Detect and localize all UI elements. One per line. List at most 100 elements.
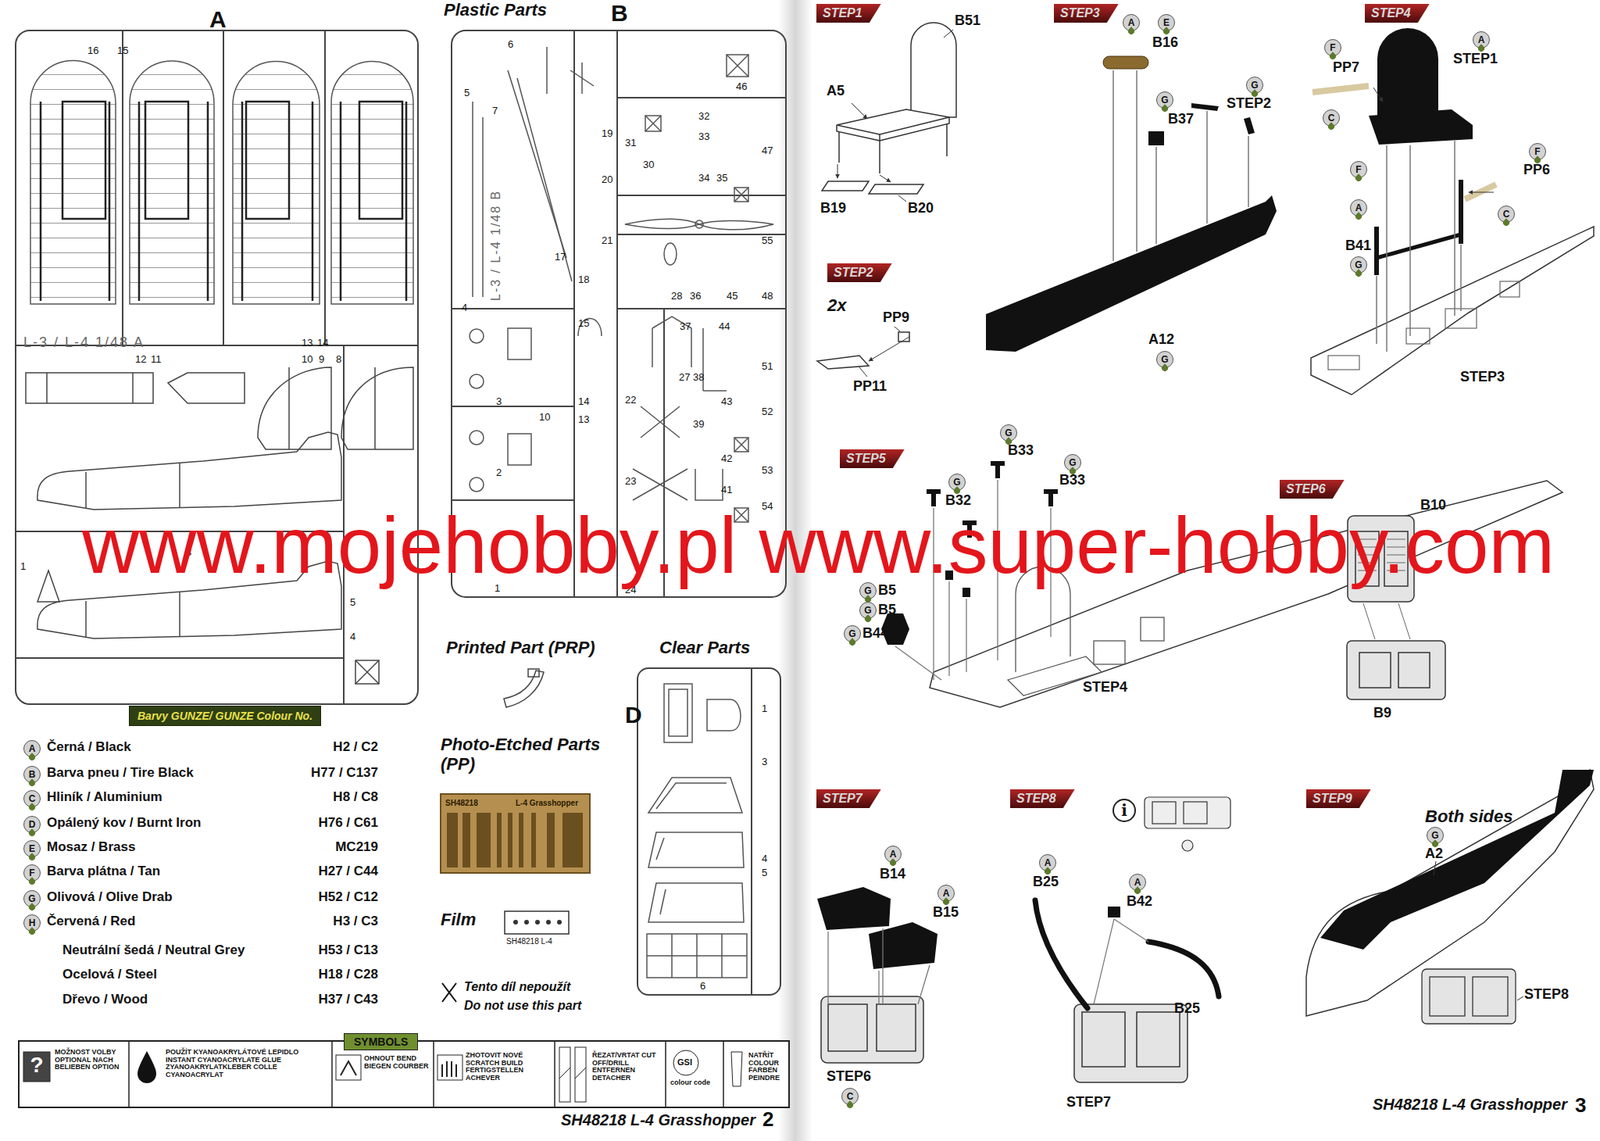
- paint-code: C: [1497, 205, 1515, 223]
- colour-code: H2 / C2: [306, 739, 379, 755]
- callout-number: 31: [625, 137, 636, 150]
- symbol-text: OHNOUT BEND BIEGEN COURBER: [364, 1054, 430, 1070]
- symbol-text: NATŘÍT COLOUR FARBEN PEINDRE: [748, 1051, 786, 1083]
- callout-number: 33: [698, 131, 710, 143]
- colour-code: H37 / C43: [306, 991, 379, 1008]
- part-label: B33: [1059, 471, 1086, 489]
- callout-number: 23: [625, 475, 636, 488]
- paint-code: C: [23, 789, 41, 808]
- fret-text: L-4 Grasshopper: [515, 798, 579, 808]
- callout-number: 11: [150, 353, 162, 366]
- symbol-text: MOŽNOST VOLBY OPTIONAL NACH BELIEBEN OPT…: [54, 1048, 125, 1072]
- part-label: B33: [1007, 442, 1034, 459]
- callout-number: 20: [601, 174, 613, 186]
- callout-number: 39: [692, 418, 704, 431]
- callout-number: 4: [350, 631, 356, 643]
- step-banner: STEP2: [827, 263, 893, 283]
- callout-number: 2: [496, 467, 502, 479]
- callout-number: 10: [301, 353, 313, 366]
- heading-text: Printed Part (PRP): [446, 637, 596, 658]
- callout-number: 36: [689, 290, 701, 303]
- callout-number: 15: [578, 317, 590, 330]
- step-banner: STEP7: [816, 789, 882, 808]
- part-label: B14: [879, 865, 906, 883]
- symbol-text: ZHOTOVIT NOVÉ SCRATCH BUILD FERTIGSTELLE…: [465, 1051, 552, 1083]
- node-text: STEP6: [1285, 482, 1326, 496]
- callout-number: 22: [625, 394, 636, 407]
- callout-number: 45: [726, 290, 738, 303]
- paint-code: G: [1246, 76, 1264, 94]
- callout-number: 13: [578, 414, 590, 426]
- part-label: B9: [1373, 704, 1392, 722]
- node-text: SYMBOLS: [353, 1035, 408, 1048]
- callout-number: 21: [601, 235, 613, 247]
- paint-code: E: [23, 839, 41, 858]
- paint-code: A: [937, 884, 955, 902]
- part-label: STEP8: [1524, 985, 1569, 1003]
- paint-code: G: [1350, 256, 1368, 274]
- paint-code: A: [1122, 14, 1140, 32]
- colour-name: Dřevo / Wood: [62, 991, 148, 1008]
- node-text: STEP7: [822, 791, 863, 805]
- symbol-icon-text: GSI: [677, 1057, 693, 1068]
- colour-name: Červená / Red: [46, 913, 136, 929]
- fret-text: SH48218: [445, 798, 479, 808]
- step-banner: STEP3: [1053, 3, 1119, 23]
- colour-name: Černá / Black: [46, 739, 132, 755]
- part-label: STEP2: [1226, 95, 1272, 112]
- colour-name: Barva plátna / Tan: [46, 863, 161, 879]
- heading-text: Both sides: [1425, 806, 1513, 826]
- callout-number: 5: [350, 596, 356, 609]
- paint-code: A: [1128, 873, 1147, 891]
- callout-number: 27: [678, 371, 690, 384]
- node-text: STEP8: [1016, 791, 1057, 805]
- symbol-text: POUŽÍT KYANOAKRYLÁTOVÉ LEPIDLO INSTANT C…: [165, 1048, 326, 1079]
- part-label: B20: [907, 200, 934, 217]
- callout-number: 1: [20, 560, 26, 573]
- paint-code: G: [859, 601, 877, 619]
- colour-name: Hliník / Aluminium: [46, 789, 163, 805]
- callout-number: 46: [735, 81, 747, 93]
- callout-number: 41: [721, 484, 733, 497]
- callout-number: 3: [761, 756, 768, 768]
- callout-number: 48: [761, 290, 773, 303]
- callout-number: 28: [671, 290, 683, 303]
- part-label: B25: [1174, 1000, 1200, 1017]
- paint-code: G: [1000, 424, 1018, 442]
- colour-code: H52 / C12: [306, 889, 379, 905]
- part-label: B25: [1032, 873, 1059, 890]
- part-label: B19: [820, 200, 847, 217]
- part-label: PP11: [853, 378, 887, 395]
- part-label: STEP1: [1453, 50, 1498, 68]
- part-label: A5: [826, 82, 845, 100]
- callout-number: 42: [721, 453, 733, 465]
- colour-code: H3 / C3: [306, 913, 379, 929]
- callout-number: 4: [461, 302, 468, 315]
- callout-number: 5: [464, 87, 470, 100]
- paint-code: D: [23, 815, 41, 833]
- colour-name: Olivová / Olive Drab: [46, 889, 173, 905]
- paint-code: C: [1322, 109, 1340, 127]
- callout-number: 6: [700, 980, 706, 993]
- callout-number: 13: [301, 337, 313, 350]
- symbols-header: SYMBOLS: [343, 1032, 418, 1050]
- callout-number: 53: [761, 464, 773, 477]
- callout-number: 43: [721, 396, 733, 408]
- table-header: Barvy GUNZE/ GUNZE Colour No.: [128, 705, 322, 726]
- heading-text: Film: [440, 909, 476, 929]
- colour-code: H8 / C8: [306, 789, 379, 805]
- node-text: STEP2: [833, 265, 874, 279]
- paint-code: A: [1472, 31, 1490, 49]
- callout-number: 19: [601, 128, 613, 140]
- callout-number: 14: [317, 337, 329, 350]
- colour-code: MC219: [306, 839, 379, 855]
- paint-code: C: [841, 1087, 859, 1105]
- callout-number: 7: [492, 105, 498, 118]
- paint-code: A: [884, 845, 902, 863]
- paint-code: F: [1350, 160, 1368, 179]
- callout-number: 52: [761, 406, 773, 418]
- callout-number: 16: [87, 45, 99, 58]
- step-banner: STEP1: [816, 3, 882, 23]
- paint-code: A: [23, 739, 41, 758]
- callout-number: 3: [496, 396, 502, 408]
